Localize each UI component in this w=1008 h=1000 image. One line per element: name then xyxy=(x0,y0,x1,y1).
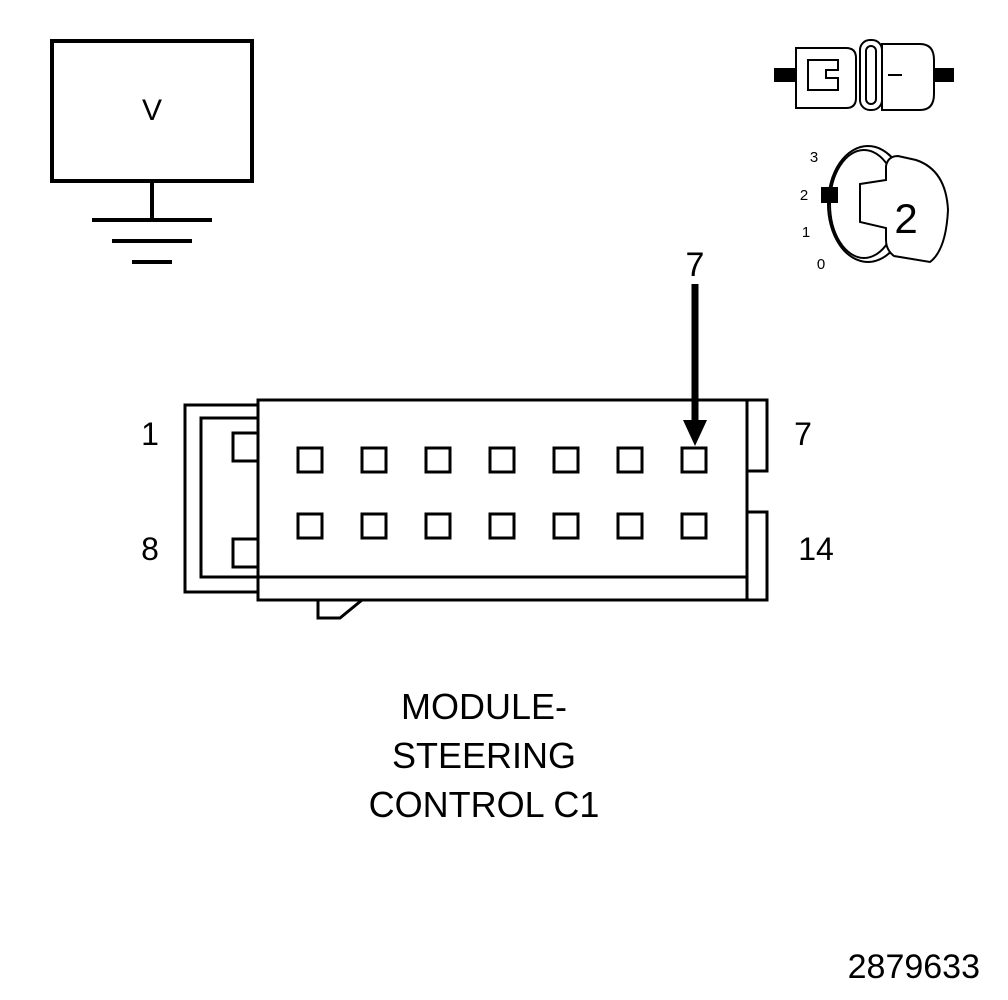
pin-cavity-11 xyxy=(488,512,516,540)
voltmeter-symbol: V xyxy=(142,94,162,127)
pin-cavity-10 xyxy=(424,512,452,540)
pin-label-8: 8 xyxy=(141,531,159,567)
pin-cavity-14 xyxy=(680,512,708,540)
title-line-1: MODULE- xyxy=(401,686,567,727)
ground-icon xyxy=(92,181,212,264)
voltmeter: V xyxy=(50,39,254,264)
title-line-3: CONTROL C1 xyxy=(369,784,600,825)
pin-label-14: 14 xyxy=(798,531,834,567)
key-position-0: 0 xyxy=(817,256,825,273)
ignition-key-icon: 3 2 1 0 2 xyxy=(800,145,950,273)
pin-cavity-9 xyxy=(360,512,388,540)
pin-cavity-4 xyxy=(488,446,516,474)
key-position-3: 3 xyxy=(810,149,818,166)
pin-cavity-13 xyxy=(616,512,644,540)
pin-cavity-6 xyxy=(616,446,644,474)
pointer-pin-label: 7 xyxy=(686,246,705,284)
pin-cavity-2 xyxy=(360,446,388,474)
disconnect-connector-icon xyxy=(774,39,954,111)
pin-cavity-3 xyxy=(424,446,452,474)
pin-label-1: 1 xyxy=(141,416,159,452)
title-line-2: STEERING xyxy=(392,735,576,776)
key-label: 2 xyxy=(894,195,917,242)
pin-cavity-8 xyxy=(296,512,324,540)
pin-cavity-7 xyxy=(680,446,708,474)
connector-c1 xyxy=(183,398,769,620)
pin-grid xyxy=(296,446,708,540)
pin-cavity-1 xyxy=(296,446,324,474)
pin-cavity-12 xyxy=(552,512,580,540)
figure-id: 2879633 xyxy=(848,948,980,986)
connector-title: MODULE- STEERING CONTROL C1 xyxy=(369,686,600,825)
pin-cavity-5 xyxy=(552,446,580,474)
key-position-2: 2 xyxy=(800,187,808,204)
key-position-1: 1 xyxy=(802,224,810,241)
arrow-head-icon xyxy=(683,420,707,446)
probe-pointer: 7 xyxy=(683,246,707,446)
pin-label-7: 7 xyxy=(794,416,812,452)
